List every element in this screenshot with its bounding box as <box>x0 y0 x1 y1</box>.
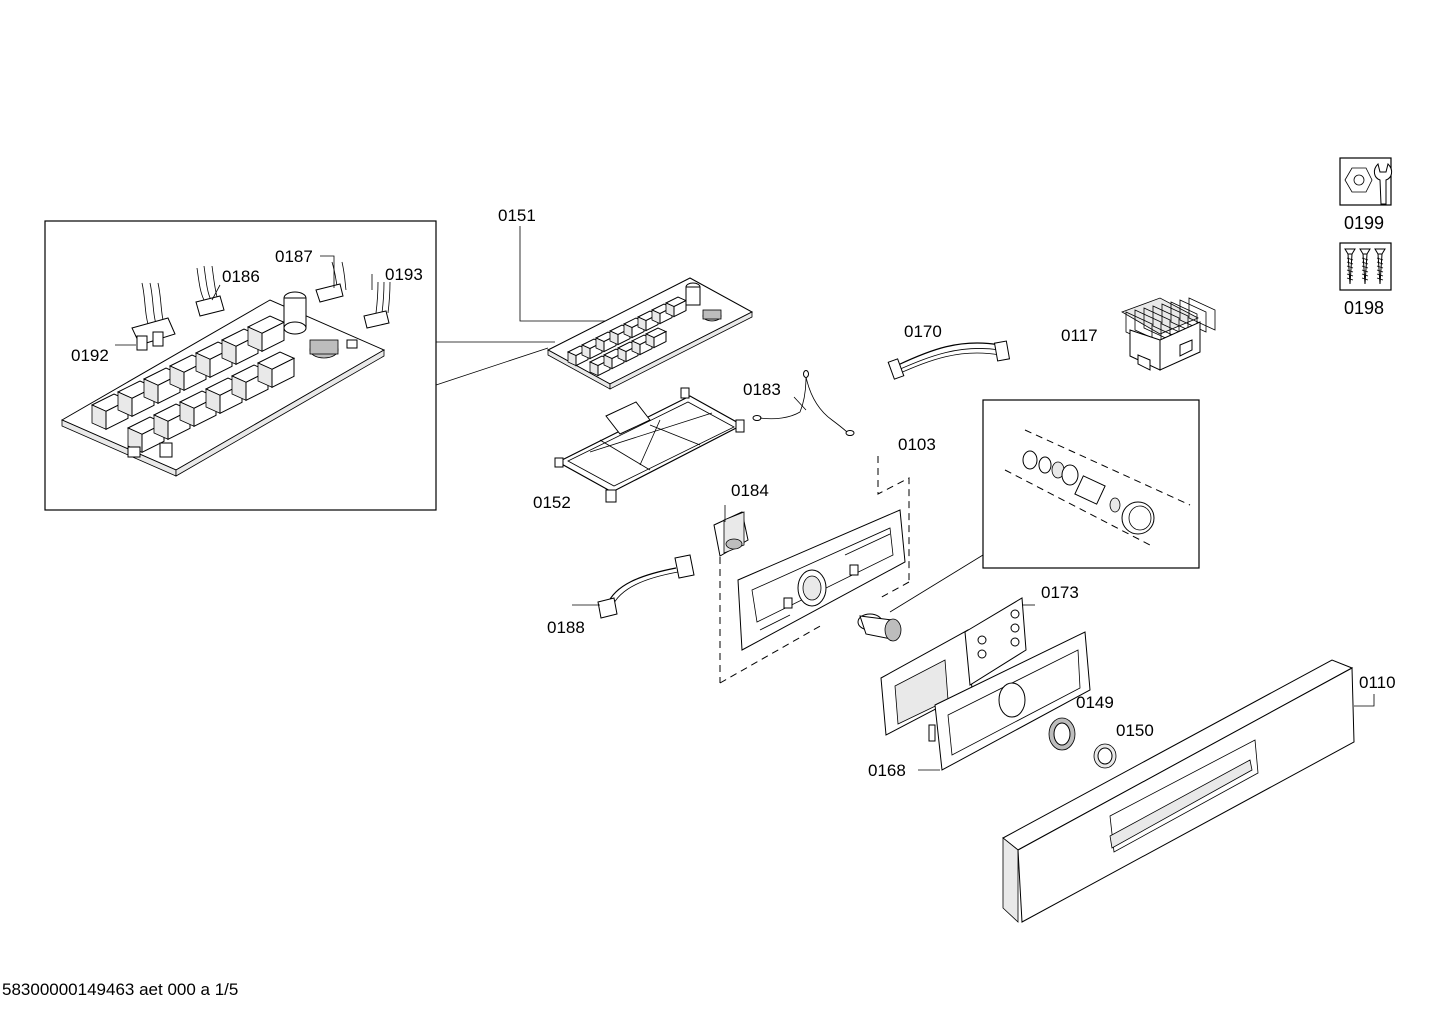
document-footer: 58300000149463 aet 000 a 1/5 <box>2 980 239 999</box>
pcb-large-board <box>60 291 386 477</box>
pcb-detail-box <box>44 220 555 511</box>
bracket-0152 <box>554 387 745 503</box>
label-0198: 0198 <box>1344 298 1384 318</box>
knob-detail-box <box>889 399 1200 613</box>
module-0184 <box>713 505 749 557</box>
label-0188: 0188 <box>547 618 585 637</box>
cable-0188 <box>572 554 695 619</box>
label-0149: 0149 <box>1076 693 1114 712</box>
label-0110: 0110 <box>1359 673 1396 692</box>
label-0187: 0187 <box>275 247 313 266</box>
screws-icon <box>1339 242 1392 291</box>
label-0150: 0150 <box>1116 721 1154 740</box>
label-0199: 0199 <box>1344 213 1384 233</box>
front-panel-0110 <box>1002 659 1375 923</box>
label-0151: 0151 <box>498 206 536 225</box>
encoder <box>857 613 902 642</box>
connector-0186 <box>195 265 225 317</box>
control-module-0103 <box>713 456 910 684</box>
sensor-0183 <box>752 370 855 436</box>
label-0152: 0152 <box>533 493 571 512</box>
pcb-0151 <box>519 226 754 390</box>
label-0192: 0192 <box>71 346 109 365</box>
label-0193: 0193 <box>385 265 423 284</box>
wire-harness-0192 <box>115 282 176 351</box>
label-0170: 0170 <box>904 322 942 341</box>
label-0184: 0184 <box>731 481 769 500</box>
label-0168: 0168 <box>868 761 906 780</box>
label-0186: 0186 <box>222 267 260 286</box>
label-0103: 0103 <box>898 435 936 454</box>
cable-0170 <box>887 340 1011 380</box>
label-0173: 0173 <box>1041 583 1079 602</box>
label-0183: 0183 <box>743 380 781 399</box>
label-0117: 0117 <box>1061 326 1098 345</box>
connector-0193 <box>363 274 391 329</box>
heatsink-0117 <box>1121 297 1216 371</box>
ring-0150 <box>1093 743 1117 769</box>
frame-0168 <box>918 631 1091 771</box>
connector-0187 <box>315 255 347 303</box>
wrench-nut-icon <box>1339 157 1393 206</box>
ring-0149 <box>1048 717 1076 751</box>
